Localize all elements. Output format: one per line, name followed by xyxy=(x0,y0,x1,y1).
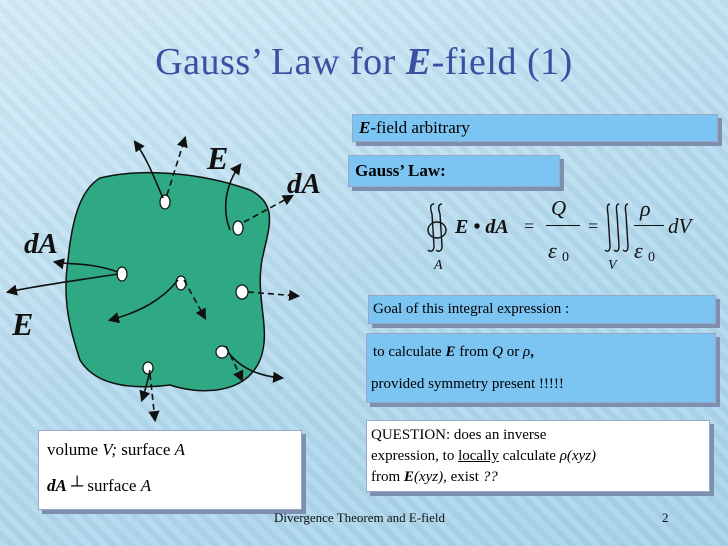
box-volume-surface: volume V; surface A dA ┴ surface A xyxy=(38,430,302,510)
label-dA-left: dA xyxy=(24,228,58,260)
fraction-bar xyxy=(634,225,664,226)
closed-surface-integral-icon xyxy=(427,203,447,252)
label-E-top: E xyxy=(207,140,229,176)
footer-title: Divergence Theorem and E-field xyxy=(274,510,445,525)
page-number: 2 xyxy=(662,510,669,525)
label-E-left: E xyxy=(12,306,34,342)
box-calculate: to calculate E from Q or ρ, provided sym… xyxy=(366,333,716,403)
box-field-arbitrary: E-field arbitrary xyxy=(352,114,718,142)
box-goal: Goal of this integral expression : xyxy=(368,295,716,324)
slide-title: Gauss’ Law for E-field (1) xyxy=(155,41,573,83)
box-question: QUESTION: does an inverse expression, to… xyxy=(366,420,710,492)
triple-integral-icon xyxy=(604,203,629,252)
fraction-bar xyxy=(546,225,580,226)
box-gauss-law: Gauss’ Law: xyxy=(348,155,560,187)
label-dA-right: dA xyxy=(287,168,321,200)
